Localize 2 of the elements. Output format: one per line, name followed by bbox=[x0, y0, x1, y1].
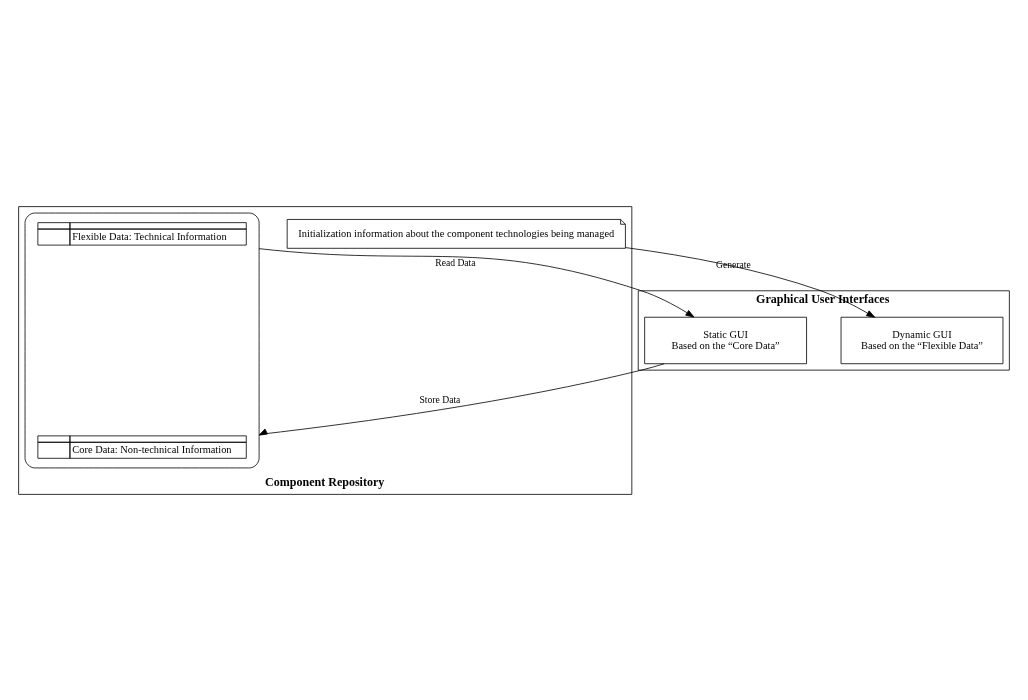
edge-label: Read Data bbox=[435, 256, 476, 268]
edge-label: Store Data bbox=[419, 393, 461, 405]
